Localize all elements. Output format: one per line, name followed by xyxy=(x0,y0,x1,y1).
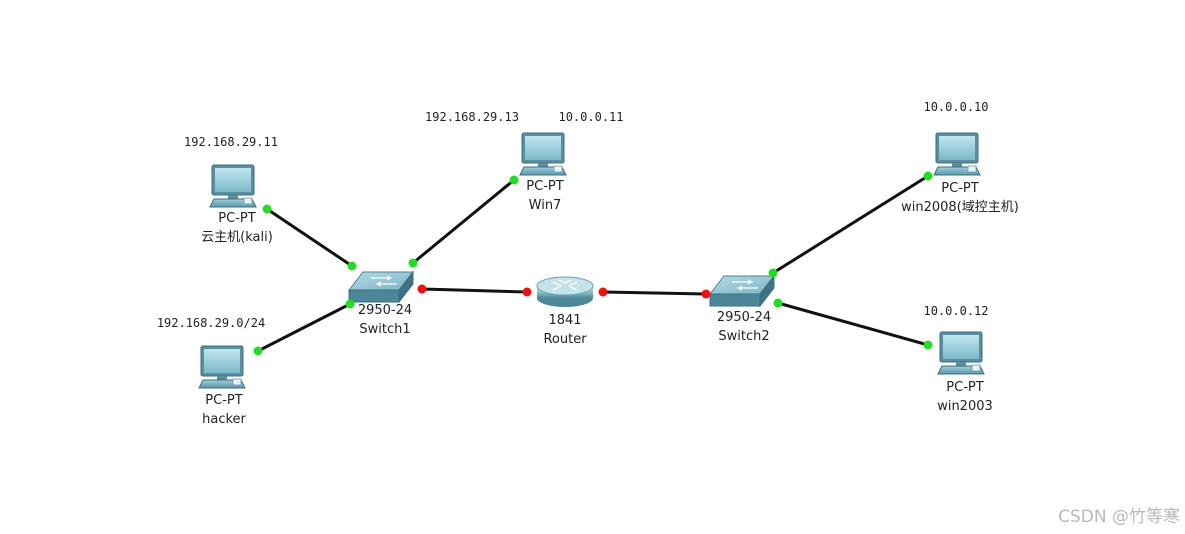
device-name: win2008(域控主机) xyxy=(901,200,1019,215)
pc-icon xyxy=(937,331,985,375)
port-light-down xyxy=(701,289,711,299)
device-name: Switch2 xyxy=(718,329,769,344)
port-light-up xyxy=(408,258,418,268)
ip-label: 192.168.29.11 xyxy=(184,135,278,149)
link-switch2-win2008[interactable] xyxy=(772,174,929,275)
device-name: Switch1 xyxy=(359,322,410,337)
device-model: 2950-24 xyxy=(717,310,771,325)
switch2[interactable]: 2950-24 Switch2 xyxy=(709,275,775,344)
device-model: PC-PT xyxy=(205,393,242,408)
device-name: Router xyxy=(543,332,587,347)
ip-label: 10.0.0.12 xyxy=(923,304,988,318)
port-light-down xyxy=(598,287,608,297)
device-name: 云主机(kali) xyxy=(201,230,273,245)
pc-hacker[interactable]: 192.168.29.0/24 PC-PT hacker xyxy=(157,316,265,427)
port-light-up xyxy=(509,175,519,185)
device-name: Win7 xyxy=(529,198,562,213)
link-switch1-router[interactable] xyxy=(421,287,528,294)
device-model: PC-PT xyxy=(218,211,255,226)
link-hacker-switch1[interactable] xyxy=(257,302,351,353)
pc-win2003[interactable]: 10.0.0.12 PC-PT win2003 xyxy=(923,304,992,414)
port-light-up xyxy=(768,268,778,278)
ip-label: 10.0.0.10 xyxy=(923,100,988,114)
port-light-up xyxy=(773,298,783,308)
router-icon xyxy=(536,276,594,308)
port-light-down xyxy=(417,284,427,294)
watermark: CSDN @竹等寒 xyxy=(1058,507,1180,527)
ip-label-2: 10.0.0.11 xyxy=(558,110,623,124)
port-light-up xyxy=(253,346,263,356)
device-model: PC-PT xyxy=(526,179,563,194)
ip-label: 192.168.29.0/24 xyxy=(157,316,265,330)
link-kali-switch1[interactable] xyxy=(266,207,353,268)
links xyxy=(257,174,929,353)
device-model: PC-PT xyxy=(946,380,983,395)
pc-win7[interactable]: 192.168.29.13 10.0.0.11 PC-PT Win7 xyxy=(425,110,623,213)
switch-icon xyxy=(709,275,775,307)
switch-icon xyxy=(348,271,414,303)
pc-icon xyxy=(198,345,246,389)
device-model: 1841 xyxy=(548,313,581,328)
pc-icon xyxy=(519,132,567,176)
port-lights xyxy=(253,171,933,356)
pc-icon xyxy=(209,164,257,208)
port-light-down xyxy=(522,287,532,297)
link-router-switch2[interactable] xyxy=(602,290,707,296)
link-switch2-win2003[interactable] xyxy=(777,301,929,347)
device-model: 2950-24 xyxy=(358,303,412,318)
pc-kali[interactable]: 192.168.29.11 PC-PT 云主机(kali) xyxy=(184,135,278,245)
ip-label: 192.168.29.13 xyxy=(425,110,519,124)
port-light-up xyxy=(923,340,933,350)
port-light-up xyxy=(262,204,272,214)
pc-win2008[interactable]: 10.0.0.10 PC-PT win2008(域控主机) xyxy=(901,100,1019,215)
port-light-up xyxy=(345,299,355,309)
port-light-up xyxy=(347,261,357,271)
port-light-up xyxy=(923,171,933,181)
link-win7-switch1[interactable] xyxy=(412,178,515,265)
device-model: PC-PT xyxy=(941,181,978,196)
switch1[interactable]: 2950-24 Switch1 xyxy=(348,271,414,337)
device-name: hacker xyxy=(202,412,246,427)
device-name: win2003 xyxy=(937,399,993,414)
router[interactable]: 1841 Router xyxy=(536,276,594,347)
pc-icon xyxy=(933,132,981,176)
